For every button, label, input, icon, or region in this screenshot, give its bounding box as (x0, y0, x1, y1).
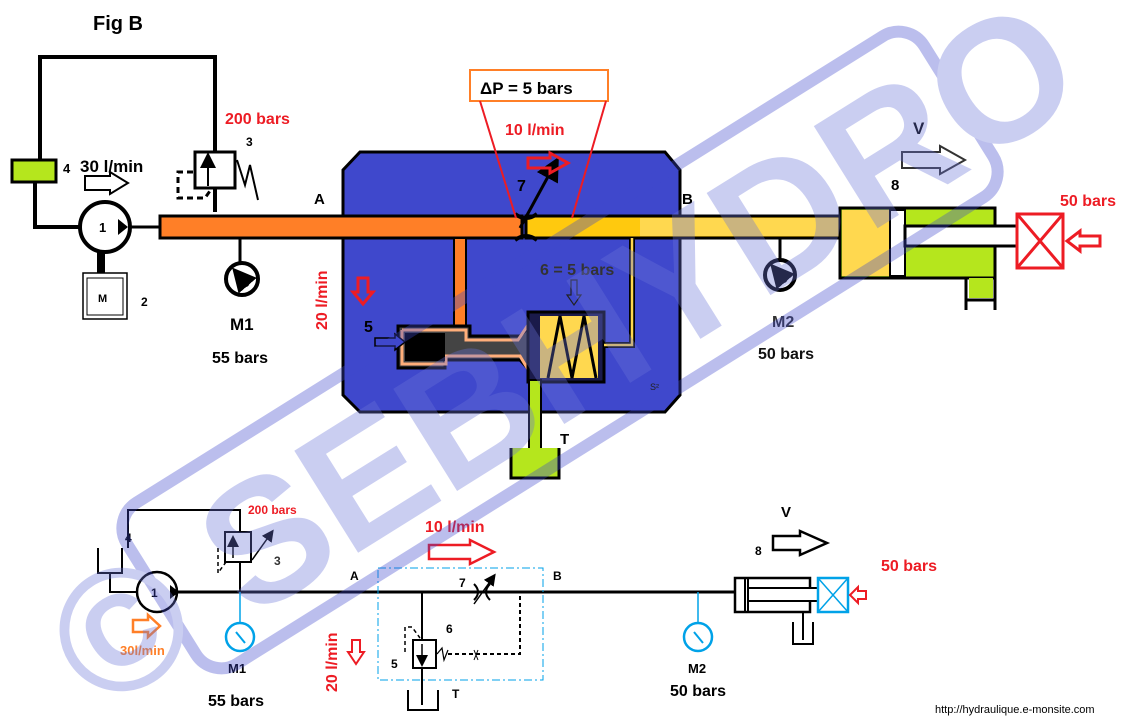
relief-label: 3 (246, 135, 253, 149)
branch-flow-label: 20 l/min (314, 270, 331, 330)
pump-label: 1 (151, 586, 158, 600)
arrow-icon (565, 279, 583, 307)
gauge2-value: 50 bars (670, 683, 726, 700)
tank-icon (407, 690, 439, 711)
load-pressure-label: 50 bars (1060, 193, 1116, 210)
piston-label: 5 (364, 319, 373, 336)
gauge1-value: 55 bars (208, 693, 264, 710)
throttle-flow-label: 10 l/min (505, 122, 565, 139)
cylinder-label: 8 (891, 177, 899, 194)
gauge2-label: M2 (772, 314, 794, 331)
pump-flow-label: 30 l/min (80, 157, 143, 176)
velocity-label: V (781, 504, 791, 521)
gauge-m1-icon (224, 238, 260, 297)
valve-block-outline (377, 567, 544, 681)
reservoir-label: 4 (63, 161, 71, 176)
delta-p-box (469, 69, 609, 102)
velocity-label: V (913, 119, 925, 138)
gauge-m2-icon (763, 238, 797, 292)
spring-icon (526, 238, 635, 384)
arrow-icon (374, 332, 407, 352)
block-mark: S² (650, 382, 659, 392)
motor-label: M (98, 293, 107, 305)
tank-icon (509, 448, 561, 480)
footer-url[interactable]: http://hydraulique.e-monsite.com (935, 704, 1095, 716)
suction-line (109, 573, 137, 593)
cylinder-icon (733, 576, 819, 645)
callout-line (479, 100, 517, 219)
pump-flow-label: 30l/min (120, 643, 165, 658)
flow-arrow-icon (526, 150, 572, 176)
load-pressure-label: 50 bars (881, 558, 937, 575)
pump-icon (135, 570, 179, 614)
figure-title: Fig B (93, 13, 143, 35)
relief-valve-icon (176, 150, 259, 201)
load-arrow-icon (1064, 227, 1102, 255)
gauge2-value: 50 bars (758, 346, 814, 363)
chamber-fluid (400, 321, 534, 377)
reduced-line-light (640, 218, 840, 236)
gauge1-label: M1 (230, 315, 254, 334)
reservoir-4 (10, 158, 80, 229)
valve-label: 6 (446, 622, 453, 636)
watermark-text: © SEBHYDRO (15, 0, 1110, 726)
throttle-icon (473, 573, 496, 605)
pressure-line (158, 214, 524, 240)
flow-arrow-icon (349, 276, 377, 307)
relief-pressure-label: 200 bars (225, 111, 290, 128)
port-b-label: B (553, 569, 562, 583)
gauge-m2-icon (682, 592, 714, 653)
throttle-label: 7 (459, 576, 466, 590)
flow-arrow-icon (427, 537, 497, 567)
pump-icon (78, 200, 162, 285)
port-b-label: B (682, 191, 693, 208)
pump-label: 1 (99, 220, 106, 235)
spring-label: 6 = 5 bars (540, 262, 614, 279)
port-a-label: A (350, 569, 359, 583)
cylinder-icon (838, 206, 1022, 310)
flow-arrow-icon (346, 639, 366, 666)
delta-p-label: ΔP = 5 bars (480, 79, 573, 98)
gauge2-label: M2 (688, 661, 706, 676)
callout-line (571, 100, 607, 219)
flow-arrow-icon (84, 170, 130, 196)
watermark: © SEBHYDRO (15, 0, 1110, 726)
load-icon (816, 576, 850, 614)
pressure-valve-icon (404, 596, 521, 669)
load-icon (1015, 212, 1065, 270)
tank-label: T (452, 687, 460, 701)
velocity-arrow-icon (771, 529, 831, 557)
motor-number: 2 (141, 295, 148, 309)
relief-pressure-label: 200 bars (248, 503, 297, 517)
tank-label: T (560, 431, 569, 448)
relief-label: 3 (274, 554, 281, 568)
piston-5 (405, 333, 445, 361)
reservoir-label: 4 (125, 531, 132, 545)
gauge-m1-icon (224, 592, 256, 653)
gauge1-value: 55 bars (212, 350, 268, 367)
velocity-arrow-icon (901, 144, 968, 176)
flow-arrow-icon (131, 612, 162, 640)
relief-valve-icon (217, 529, 274, 576)
piston-label: 5 (391, 657, 398, 671)
port-a-label: A (314, 191, 325, 208)
gauge1-label: M1 (228, 661, 246, 676)
throttle-flow-label: 10 l/min (425, 519, 485, 536)
motor-icon (82, 272, 128, 320)
throttle-label: 7 (517, 178, 526, 195)
cylinder-label: 8 (755, 544, 762, 558)
branch-flow-label: 20 l/min (324, 632, 341, 692)
return-line (38, 55, 217, 212)
load-arrow-icon (848, 584, 867, 606)
